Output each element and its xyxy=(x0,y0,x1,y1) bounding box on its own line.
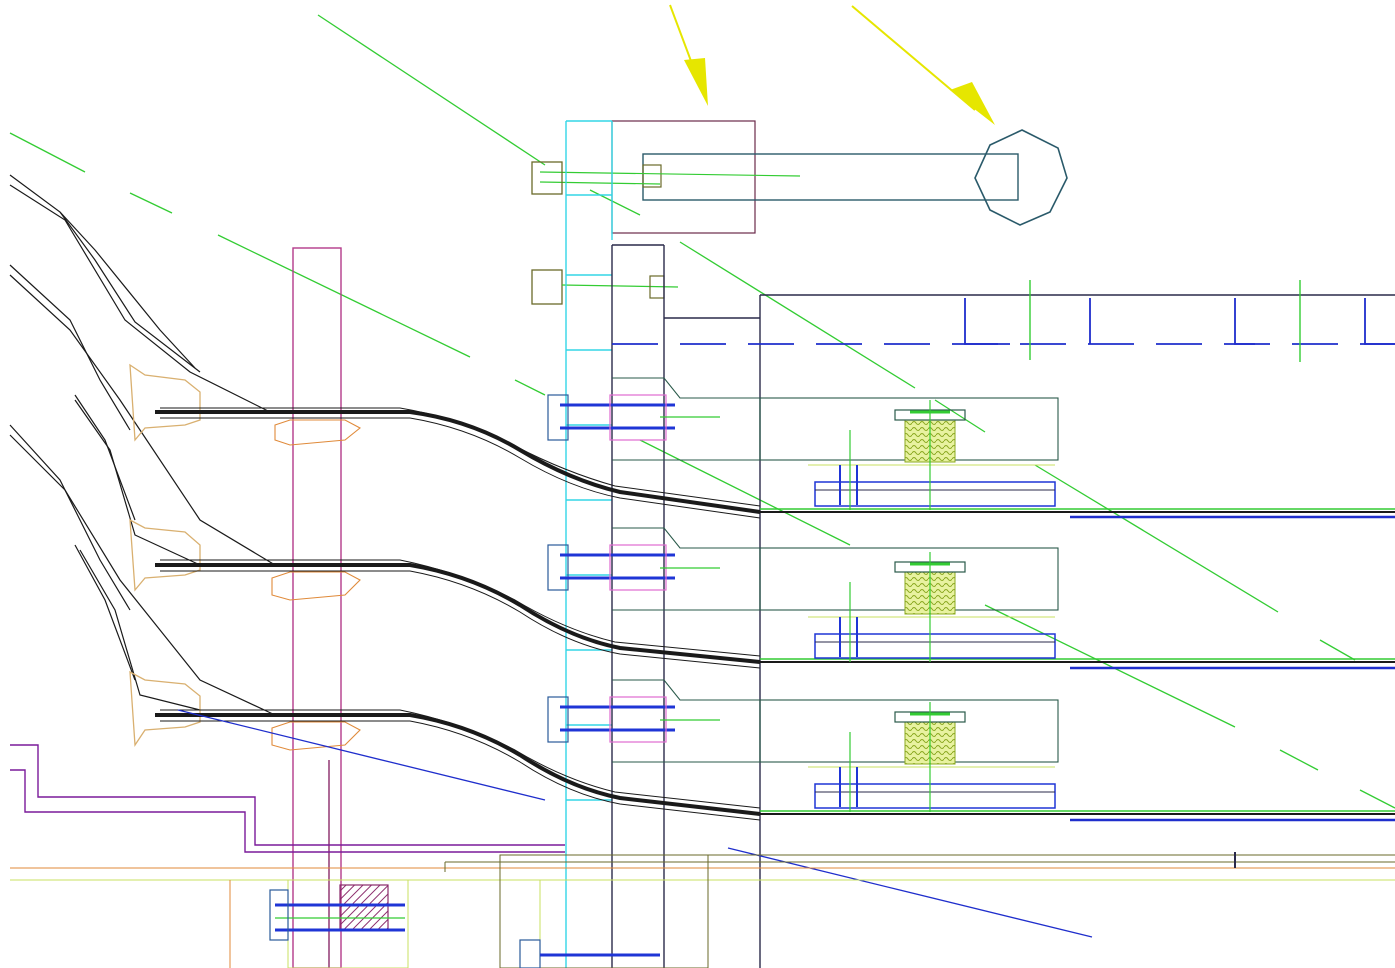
cable-stage-2 xyxy=(155,559,1395,670)
base-frame xyxy=(10,744,1395,968)
column-bolts xyxy=(547,394,720,743)
linkage-wires xyxy=(9,174,276,716)
bolt-stage-3 xyxy=(547,696,720,743)
dashed-rail xyxy=(612,298,1395,345)
centerlines xyxy=(9,14,1395,809)
bolt-stage-1 xyxy=(547,394,720,441)
post-clips xyxy=(271,419,361,751)
spring-module-3 xyxy=(808,702,1056,812)
stage-frames xyxy=(612,377,1059,763)
base-clamp xyxy=(269,879,660,968)
lever-assembly xyxy=(531,120,1068,305)
vertical-plate xyxy=(611,244,1395,968)
arrow-top-right xyxy=(851,5,995,125)
cable-stage-1 xyxy=(155,407,1395,519)
spring-module-1 xyxy=(808,400,1056,510)
cable-stage-3 xyxy=(155,709,1395,822)
hex-knob-icon xyxy=(974,129,1068,226)
left-post xyxy=(292,247,342,968)
spring-module-2 xyxy=(808,552,1056,662)
arrow-top-center xyxy=(669,4,708,106)
rail-centerlines xyxy=(1029,280,1301,362)
left-clamps xyxy=(129,363,201,747)
bolt-stage-2 xyxy=(547,544,720,591)
cyan-column xyxy=(565,120,613,968)
guide-lines xyxy=(177,709,1093,938)
